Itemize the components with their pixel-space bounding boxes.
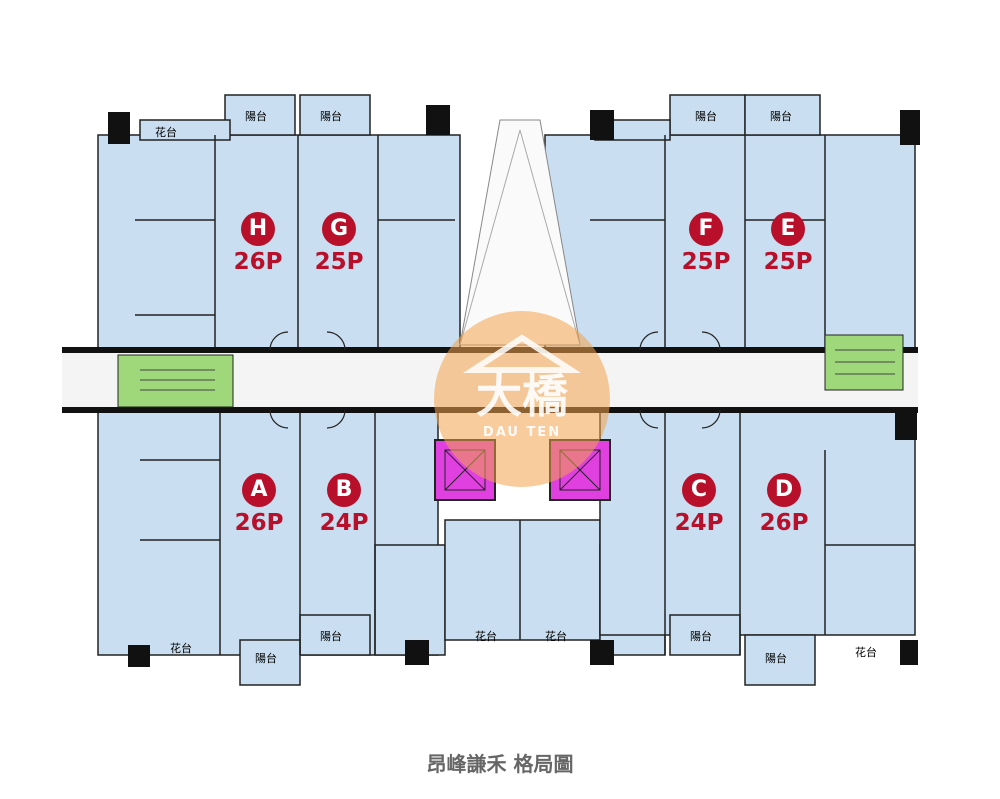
balcony-label-g: 陽台 [320, 110, 342, 123]
unit-g: G 25P [299, 212, 379, 275]
unit-h: H 26P [218, 212, 298, 275]
stair-right [824, 334, 904, 391]
unit-a: A 26P [219, 473, 299, 536]
unit-size: 26P [233, 249, 283, 275]
unit-e: E 25P [748, 212, 828, 275]
unit-badge: A [242, 473, 276, 507]
watermark-sub-text: DAU TEN [482, 425, 562, 440]
planter-label-mid-left: 花台 [475, 630, 497, 643]
unit-size: 26P [234, 510, 284, 536]
door-swings [269, 331, 721, 429]
unit-badge: C [682, 473, 716, 507]
unit-badge: H [241, 212, 275, 246]
planter-label-a: 花台 [170, 642, 192, 655]
unit-size: 25P [681, 249, 731, 275]
unit-size: 24P [674, 510, 724, 536]
unit-badge: D [767, 473, 801, 507]
planter-label-h: 花台 [155, 126, 177, 139]
unit-d: D 26P [744, 473, 824, 536]
unit-badge: F [689, 212, 723, 246]
balcony-label-b: 陽台 [320, 630, 342, 643]
unit-size: 26P [759, 510, 809, 536]
unit-b: B 24P [304, 473, 384, 536]
partitions [135, 135, 915, 655]
unit-f: F 25P [666, 212, 746, 275]
unit-size: 25P [763, 249, 813, 275]
balcony-label-h: 陽台 [245, 110, 267, 123]
plan-title: 昂峰謙禾 格局圖 [426, 752, 574, 776]
watermark-logo-text: 大橋 [476, 369, 568, 423]
balcony-label-c: 陽台 [690, 630, 712, 643]
room-fills [97, 94, 916, 686]
stair-left [117, 354, 234, 408]
unit-badge: B [327, 473, 361, 507]
balcony-label-d: 陽台 [765, 652, 787, 665]
balcony-label-f: 陽台 [695, 110, 717, 123]
dauten-logo-watermark [434, 311, 610, 487]
unit-badge: G [322, 212, 356, 246]
planter-label-d: 花台 [855, 646, 877, 659]
unit-badge: E [771, 212, 805, 246]
balcony-label-a: 陽台 [255, 652, 277, 665]
unit-size: 25P [314, 249, 364, 275]
structural-columns [108, 105, 920, 667]
light-well [459, 119, 581, 346]
balcony-label-e: 陽台 [770, 110, 792, 123]
unit-size: 24P [319, 510, 369, 536]
planter-label-mid-right: 花台 [545, 630, 567, 643]
unit-c: C 24P [659, 473, 739, 536]
